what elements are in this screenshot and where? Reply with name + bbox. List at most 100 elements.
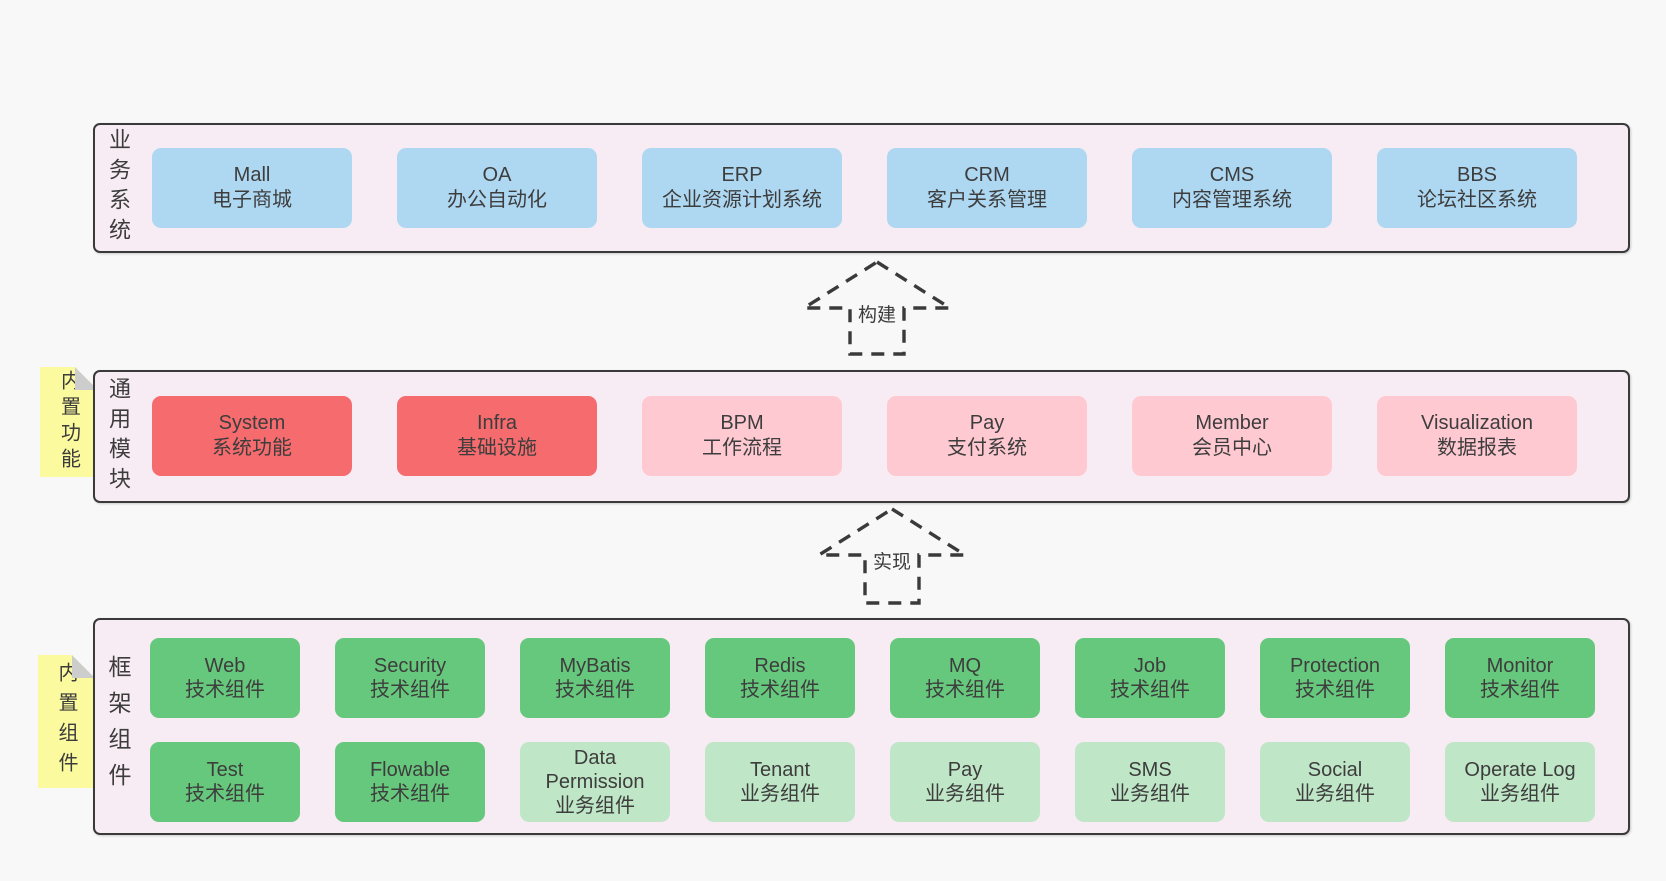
folded-corner-icon <box>72 655 95 678</box>
box-system: System 系统功能 <box>152 396 352 476</box>
box-subtitle: 电子商城 <box>212 189 292 211</box>
box-mq: MQ 技术组件 <box>890 638 1040 718</box>
box-title: BBS <box>1456 164 1498 186</box>
implement-arrow: 实现 <box>812 505 972 607</box>
box-title: MQ <box>948 655 982 677</box>
business-systems-label: 业务系统 <box>101 125 135 251</box>
box-operate-log: Operate Log 业务组件 <box>1445 742 1595 822</box>
box-title: ERP <box>721 164 763 186</box>
box-sms: SMS 业务组件 <box>1075 742 1225 822</box>
box-title: Test <box>206 759 244 781</box>
box-social: Social 业务组件 <box>1260 742 1410 822</box>
implement-arrow-label: 实现 <box>869 547 915 574</box>
box-subtitle: 技术组件 <box>555 679 635 701</box>
box-subtitle: 业务组件 <box>1295 783 1375 805</box>
box-title: Protection <box>1289 655 1381 677</box>
box-member: Member 会员中心 <box>1132 396 1332 476</box>
box-subtitle: 工作流程 <box>702 437 782 459</box>
box-title: Redis <box>754 655 806 677</box>
box-pay-component: Pay 业务组件 <box>890 742 1040 822</box>
built-in-components-sticky: 内置组件 <box>38 655 95 788</box>
framework-components-label: 框架组件 <box>101 620 135 833</box>
box-tenant: Tenant 业务组件 <box>705 742 855 822</box>
common-modules-row: System 系统功能 Infra 基础设施 BPM 工作流程 Pay 支付系统… <box>152 396 1577 476</box>
common-modules-label: 通用模块 <box>101 372 135 501</box>
box-subtitle: 论坛社区系统 <box>1417 189 1537 211</box>
box-subtitle: 业务组件 <box>740 783 820 805</box>
box-subtitle: 技术组件 <box>1295 679 1375 701</box>
box-redis: Redis 技术组件 <box>705 638 855 718</box>
box-title: Operate Log <box>1464 759 1576 781</box>
box-title: Pay <box>969 412 1005 434</box>
build-arrow: 构建 <box>797 258 957 358</box>
box-security: Security 技术组件 <box>335 638 485 718</box>
box-title: Infra <box>476 412 518 434</box>
box-title: CMS <box>1209 164 1255 186</box>
box-subtitle: 基础设施 <box>457 437 537 459</box>
box-subtitle: 内容管理系统 <box>1172 189 1292 211</box>
box-title: OA <box>482 164 512 186</box>
sticky-label-text: 内置功能 <box>57 370 80 474</box>
box-title: System <box>218 412 286 434</box>
box-data-permission: Data Permission 业务组件 <box>520 742 670 822</box>
box-title: Social <box>1307 759 1363 781</box>
box-subtitle: 客户关系管理 <box>927 189 1047 211</box>
dashed-up-arrow-icon <box>798 259 956 356</box>
box-monitor: Monitor 技术组件 <box>1445 638 1595 718</box>
box-subtitle: 技术组件 <box>370 783 450 805</box>
box-erp: ERP 企业资源计划系统 <box>642 148 842 228</box>
box-title: Security <box>373 655 447 677</box>
box-title: Data Permission <box>545 747 645 793</box>
common-modules-panel: 通用模块 System 系统功能 Infra 基础设施 BPM 工作流程 Pay… <box>93 370 1630 503</box>
box-subtitle: 数据报表 <box>1437 437 1517 459</box>
box-subtitle: 支付系统 <box>947 437 1027 459</box>
business-systems-panel: 业务系统 Mall 电子商城 OA 办公自动化 ERP 企业资源计划系统 CRM… <box>93 123 1630 253</box>
box-visualization: Visualization 数据报表 <box>1377 396 1577 476</box>
box-title: CRM <box>964 164 1010 186</box>
box-subtitle: 技术组件 <box>185 783 265 805</box>
box-subtitle: 技术组件 <box>1480 679 1560 701</box>
box-subtitle: 业务组件 <box>555 795 635 817</box>
box-title: Web <box>204 655 246 677</box>
box-subtitle: 企业资源计划系统 <box>662 189 822 211</box>
panel-label-text: 业务系统 <box>106 128 131 248</box>
box-protection: Protection 技术组件 <box>1260 638 1410 718</box>
box-subtitle: 技术组件 <box>370 679 450 701</box>
panel-label-text: 通用模块 <box>106 376 131 497</box>
box-mybatis: MyBatis 技术组件 <box>520 638 670 718</box>
box-mall: Mall 电子商城 <box>152 148 352 228</box>
framework-row-1: Web 技术组件 Security 技术组件 MyBatis 技术组件 Redi… <box>150 638 1595 718</box>
box-title: BPM <box>720 412 764 434</box>
box-subtitle: 业务组件 <box>1110 783 1190 805</box>
box-subtitle: 技术组件 <box>925 679 1005 701</box>
box-title: Mall <box>233 164 271 186</box>
box-crm: CRM 客户关系管理 <box>887 148 1087 228</box>
panel-label-text: 框架组件 <box>105 654 131 799</box>
framework-components-panel: 框架组件 Web 技术组件 Security 技术组件 MyBatis 技术组件… <box>93 618 1630 835</box>
box-test: Test 技术组件 <box>150 742 300 822</box>
box-subtitle: 会员中心 <box>1192 437 1272 459</box>
build-arrow-label: 构建 <box>854 300 900 327</box>
box-title: Job <box>1133 655 1167 677</box>
box-job: Job 技术组件 <box>1075 638 1225 718</box>
box-subtitle: 技术组件 <box>185 679 265 701</box>
framework-row-2: Test 技术组件 Flowable 技术组件 Data Permission … <box>150 742 1595 822</box>
box-subtitle: 业务组件 <box>1480 783 1560 805</box>
box-web: Web 技术组件 <box>150 638 300 718</box>
box-title: SMS <box>1128 759 1172 781</box>
box-title: Member <box>1195 412 1269 434</box>
box-subtitle: 系统功能 <box>212 437 292 459</box>
dashed-up-arrow-icon <box>813 506 971 605</box>
box-bbs: BBS 论坛社区系统 <box>1377 148 1577 228</box>
box-title: Flowable <box>369 759 451 781</box>
box-title: Pay <box>947 759 983 781</box>
box-pay-system: Pay 支付系统 <box>887 396 1087 476</box>
box-flowable: Flowable 技术组件 <box>335 742 485 822</box>
box-infra: Infra 基础设施 <box>397 396 597 476</box>
box-title: Tenant <box>749 759 811 781</box>
built-in-features-sticky: 内置功能 <box>40 367 98 477</box>
box-title: Monitor <box>1486 655 1554 677</box>
box-subtitle: 业务组件 <box>925 783 1005 805</box>
box-cms: CMS 内容管理系统 <box>1132 148 1332 228</box>
box-bpm: BPM 工作流程 <box>642 396 842 476</box>
